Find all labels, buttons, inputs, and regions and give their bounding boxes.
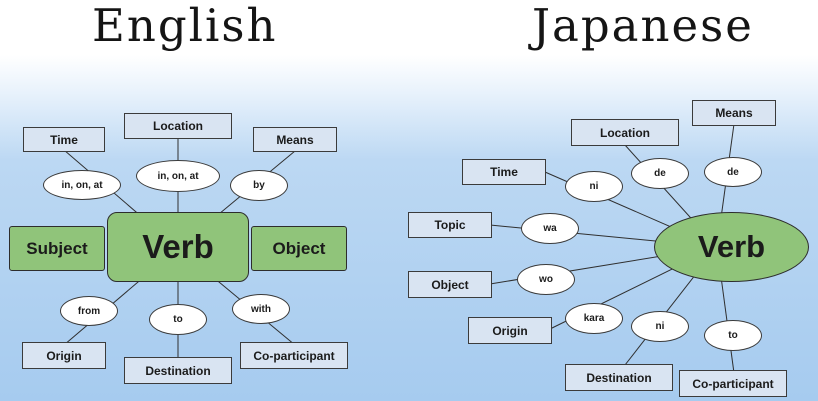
en-origin-box: Origin bbox=[22, 342, 106, 369]
en-time-box: Time bbox=[23, 127, 105, 152]
en-coparticipant-particle: with bbox=[232, 294, 290, 324]
en-coparticipant-box: Co-participant bbox=[240, 342, 348, 369]
en-object-box: Object bbox=[251, 226, 347, 271]
en-time-particle: in, on, at bbox=[43, 170, 121, 200]
en-destination-box: Destination bbox=[124, 357, 232, 384]
ja-origin-box: Origin bbox=[468, 317, 552, 344]
ja-location-box: Location bbox=[571, 119, 679, 146]
en-subject-box: Subject bbox=[9, 226, 105, 271]
english-title: English bbox=[92, 0, 278, 52]
ja-time-box: Time bbox=[462, 159, 546, 185]
ja-coparticipant-particle: to bbox=[704, 320, 762, 351]
en-origin-particle: from bbox=[60, 296, 118, 326]
ja-means-particle: de bbox=[704, 157, 762, 187]
ja-time-particle: ni bbox=[565, 171, 623, 202]
ja-coparticipant-box: Co-participant bbox=[679, 370, 787, 397]
ja-topic-particle: wa bbox=[521, 213, 579, 244]
ja-location-particle: de bbox=[631, 158, 689, 189]
en-means-particle: by bbox=[230, 170, 288, 201]
ja-verb-ellipse: Verb bbox=[654, 212, 809, 282]
ja-means-box: Means bbox=[692, 100, 776, 126]
en-location-particle: in, on, at bbox=[136, 160, 220, 192]
en-verb-box: Verb bbox=[107, 212, 249, 282]
ja-origin-particle: kara bbox=[565, 303, 623, 334]
en-means-box: Means bbox=[253, 127, 337, 152]
ja-destination-box: Destination bbox=[565, 364, 673, 391]
ja-topic-box: Topic bbox=[408, 212, 492, 238]
ja-object-particle: wo bbox=[517, 264, 575, 295]
en-destination-particle: to bbox=[149, 304, 207, 335]
ja-object-box: Object bbox=[408, 271, 492, 298]
ja-destination-particle: ni bbox=[631, 311, 689, 342]
japanese-title: Japanese bbox=[532, 0, 754, 52]
en-location-box: Location bbox=[124, 113, 232, 139]
